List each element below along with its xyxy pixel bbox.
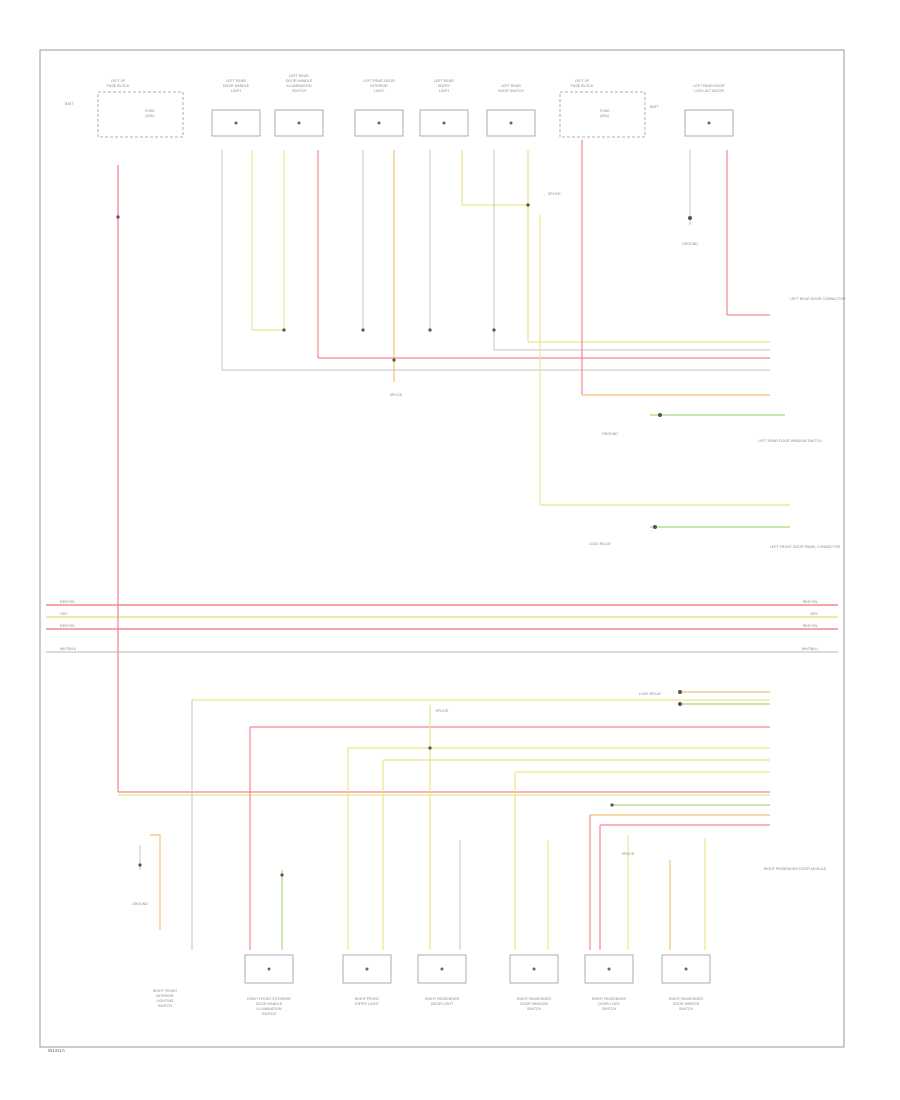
ground-bottom-left-label: GROUND xyxy=(132,902,148,906)
left-feed xyxy=(117,165,770,796)
lock-relay-bottom-label: LOCK RELAY xyxy=(639,692,662,696)
rp-light-label-1: RIGHT PASSENGER xyxy=(425,997,460,1001)
fuse-left-label-2: FUSE BLOCK xyxy=(107,84,130,88)
fuse-block-left xyxy=(97,91,184,138)
fuse-right-label-1: LEFT I/P xyxy=(575,79,590,83)
entry-light-label-2: ENTRY xyxy=(438,84,451,88)
bus-label-right-3: RED/YEL xyxy=(803,624,818,628)
handle-switch-label-4: SWITCH xyxy=(292,89,307,93)
fuse-block-right xyxy=(559,91,646,138)
top-component-labels: LEFT I/P FUSE BLOCK FUSE (30A) BATT LEFT… xyxy=(65,74,725,118)
bus-labels-left: RED/YEL GRY RED/YEL WHT/BLU xyxy=(60,600,77,651)
entry-light-label-1: LEFT REAR xyxy=(434,79,454,83)
interior-light-label-1: LEFT REAR DOOR xyxy=(363,79,395,83)
rp-lock-label-2: DOOR LOCK xyxy=(598,1002,620,1006)
rf-entry-label-2: ENTRY LIGHT xyxy=(355,1002,379,1006)
right-module-label: RIGHT PASSENGER DOOR MODULE xyxy=(764,867,827,871)
rp-light-label-2: DOOR LIGHT xyxy=(431,1002,454,1006)
lock-actuator-label-2: LOCK ACTUATOR xyxy=(694,89,724,93)
connector-top-label: LEFT REAR DOOR CONNECTOR xyxy=(790,297,846,301)
splice-mid-label: SPLICE xyxy=(548,192,561,196)
fuse-left-box-1: FUSE xyxy=(145,109,155,113)
fuse-right-tag: BATT xyxy=(650,105,660,109)
rf-ext-label-1: RIGHT FRONT EXTERIOR xyxy=(247,997,291,1001)
rp-lock-label-3: SWITCH xyxy=(602,1007,617,1011)
bus-label-left-2: GRY xyxy=(60,612,68,616)
handle-light-label-3: LIGHT xyxy=(231,89,242,93)
fuse-left-label-1: LEFT I/P xyxy=(111,79,126,83)
top-wires xyxy=(221,140,790,528)
bus-label-right-4: WHT/BLU xyxy=(802,647,819,651)
handle-light-label-2: DOOR HANDLE xyxy=(223,84,250,88)
bus-label-left-4: WHT/BLU xyxy=(60,647,77,651)
fuse-left-tag: BATT xyxy=(65,102,75,106)
interior-light-label-3: LIGHT xyxy=(374,89,385,93)
bottom-component-row xyxy=(244,954,711,984)
handle-switch-label-2: DOOR HANDLE xyxy=(286,79,313,83)
lock-relay-label: LOCK RELAY xyxy=(589,542,612,546)
rf-lock-label-3: LIGHTING xyxy=(157,999,174,1003)
main-bus xyxy=(46,604,838,653)
ground-mid-label: GROUND xyxy=(602,432,618,436)
top-component-row xyxy=(97,91,734,138)
component-glyphs xyxy=(234,121,711,971)
rp-lock-label-1: RIGHT PASSENGER xyxy=(592,997,627,1001)
bus-label-right-2: GRY xyxy=(810,612,818,616)
rf-lock-label-4: SWITCH xyxy=(158,1004,173,1008)
handle-light-label-1: LEFT REAR xyxy=(226,79,246,83)
rf-entry-label-1: RIGHT FRONT xyxy=(355,997,380,1001)
rp-mirror-label-3: SWITCH xyxy=(679,1007,694,1011)
lock-actuator-label-1: LEFT REAR DOOR xyxy=(693,84,725,88)
bottom-annotations: SPLICE SPLICE RIGHT PASSENGER DOOR MODUL… xyxy=(132,692,827,906)
interior-light-label-2: INTERIOR xyxy=(370,84,388,88)
handle-switch-label-1: LEFT REAR xyxy=(289,74,309,78)
diagram-frame xyxy=(39,49,845,1048)
bus-label-right-1: RED/YEL xyxy=(803,600,818,604)
handle-switch-label-3: ILLUMINATION xyxy=(287,84,312,88)
rp-window-label-2: DOOR WINDOW xyxy=(520,1002,548,1006)
bottom-component-labels: RIGHT FRONT INTERIOR LIGHTING SWITCH RIG… xyxy=(153,989,704,1016)
left-panel-connector-label: LEFT FRONT DOOR PANEL CONNECTOR xyxy=(770,545,841,549)
bottom-wires xyxy=(139,691,770,950)
bus-label-left-1: RED/YEL xyxy=(60,600,75,604)
connector-dots-top xyxy=(116,203,692,529)
bus-label-left-3: RED/YEL xyxy=(60,624,75,628)
fuse-right-box-1: FUSE xyxy=(600,109,610,113)
rp-window-label-1: RIGHT PASSENGER xyxy=(517,997,552,1001)
rf-ext-label-3: ILLUMINATION xyxy=(257,1007,282,1011)
rf-lock-label-2: INTERIOR xyxy=(156,994,174,998)
connector-dots-bottom xyxy=(138,690,682,877)
rp-mirror-label-1: RIGHT PASSENGER xyxy=(669,997,704,1001)
ground-top-right-label: GROUND xyxy=(682,242,698,246)
connector-mid-label: LEFT REAR DOOR WINDOW SWITCH xyxy=(758,439,822,443)
door-switch-label-1: LEFT REAR xyxy=(501,84,521,88)
fuse-right-label-2: FUSE BLOCK xyxy=(571,84,594,88)
page-label: W1411A xyxy=(48,1048,65,1053)
splice-top-label: SPLICE xyxy=(390,393,403,397)
right-front-exterior-box xyxy=(244,954,294,984)
door-switch-label-2: DOOR SWITCH xyxy=(498,89,524,93)
rf-lock-label-1: RIGHT FRONT xyxy=(153,989,178,993)
rf-ext-label-2: DOOR HANDLE xyxy=(256,1002,283,1006)
rf-ext-label-4: SWITCH xyxy=(262,1012,277,1016)
entry-light-label-3: LIGHT xyxy=(439,89,450,93)
rp-mirror-label-2: DOOR MIRROR xyxy=(673,1002,700,1006)
splice-right-label: SPLICE xyxy=(622,852,635,856)
rp-window-label-3: SWITCH xyxy=(527,1007,542,1011)
fuse-left-box-2: (30A) xyxy=(145,114,154,118)
splice-bottom-label: SPLICE xyxy=(436,709,449,713)
top-annotations: SPLICE SPLICE GROUND LEFT REAR DOOR CONN… xyxy=(390,192,846,549)
bus-labels-right: RED/YEL GRY RED/YEL WHT/BLU xyxy=(802,600,819,651)
fuse-right-box-2: (30A) xyxy=(600,114,609,118)
